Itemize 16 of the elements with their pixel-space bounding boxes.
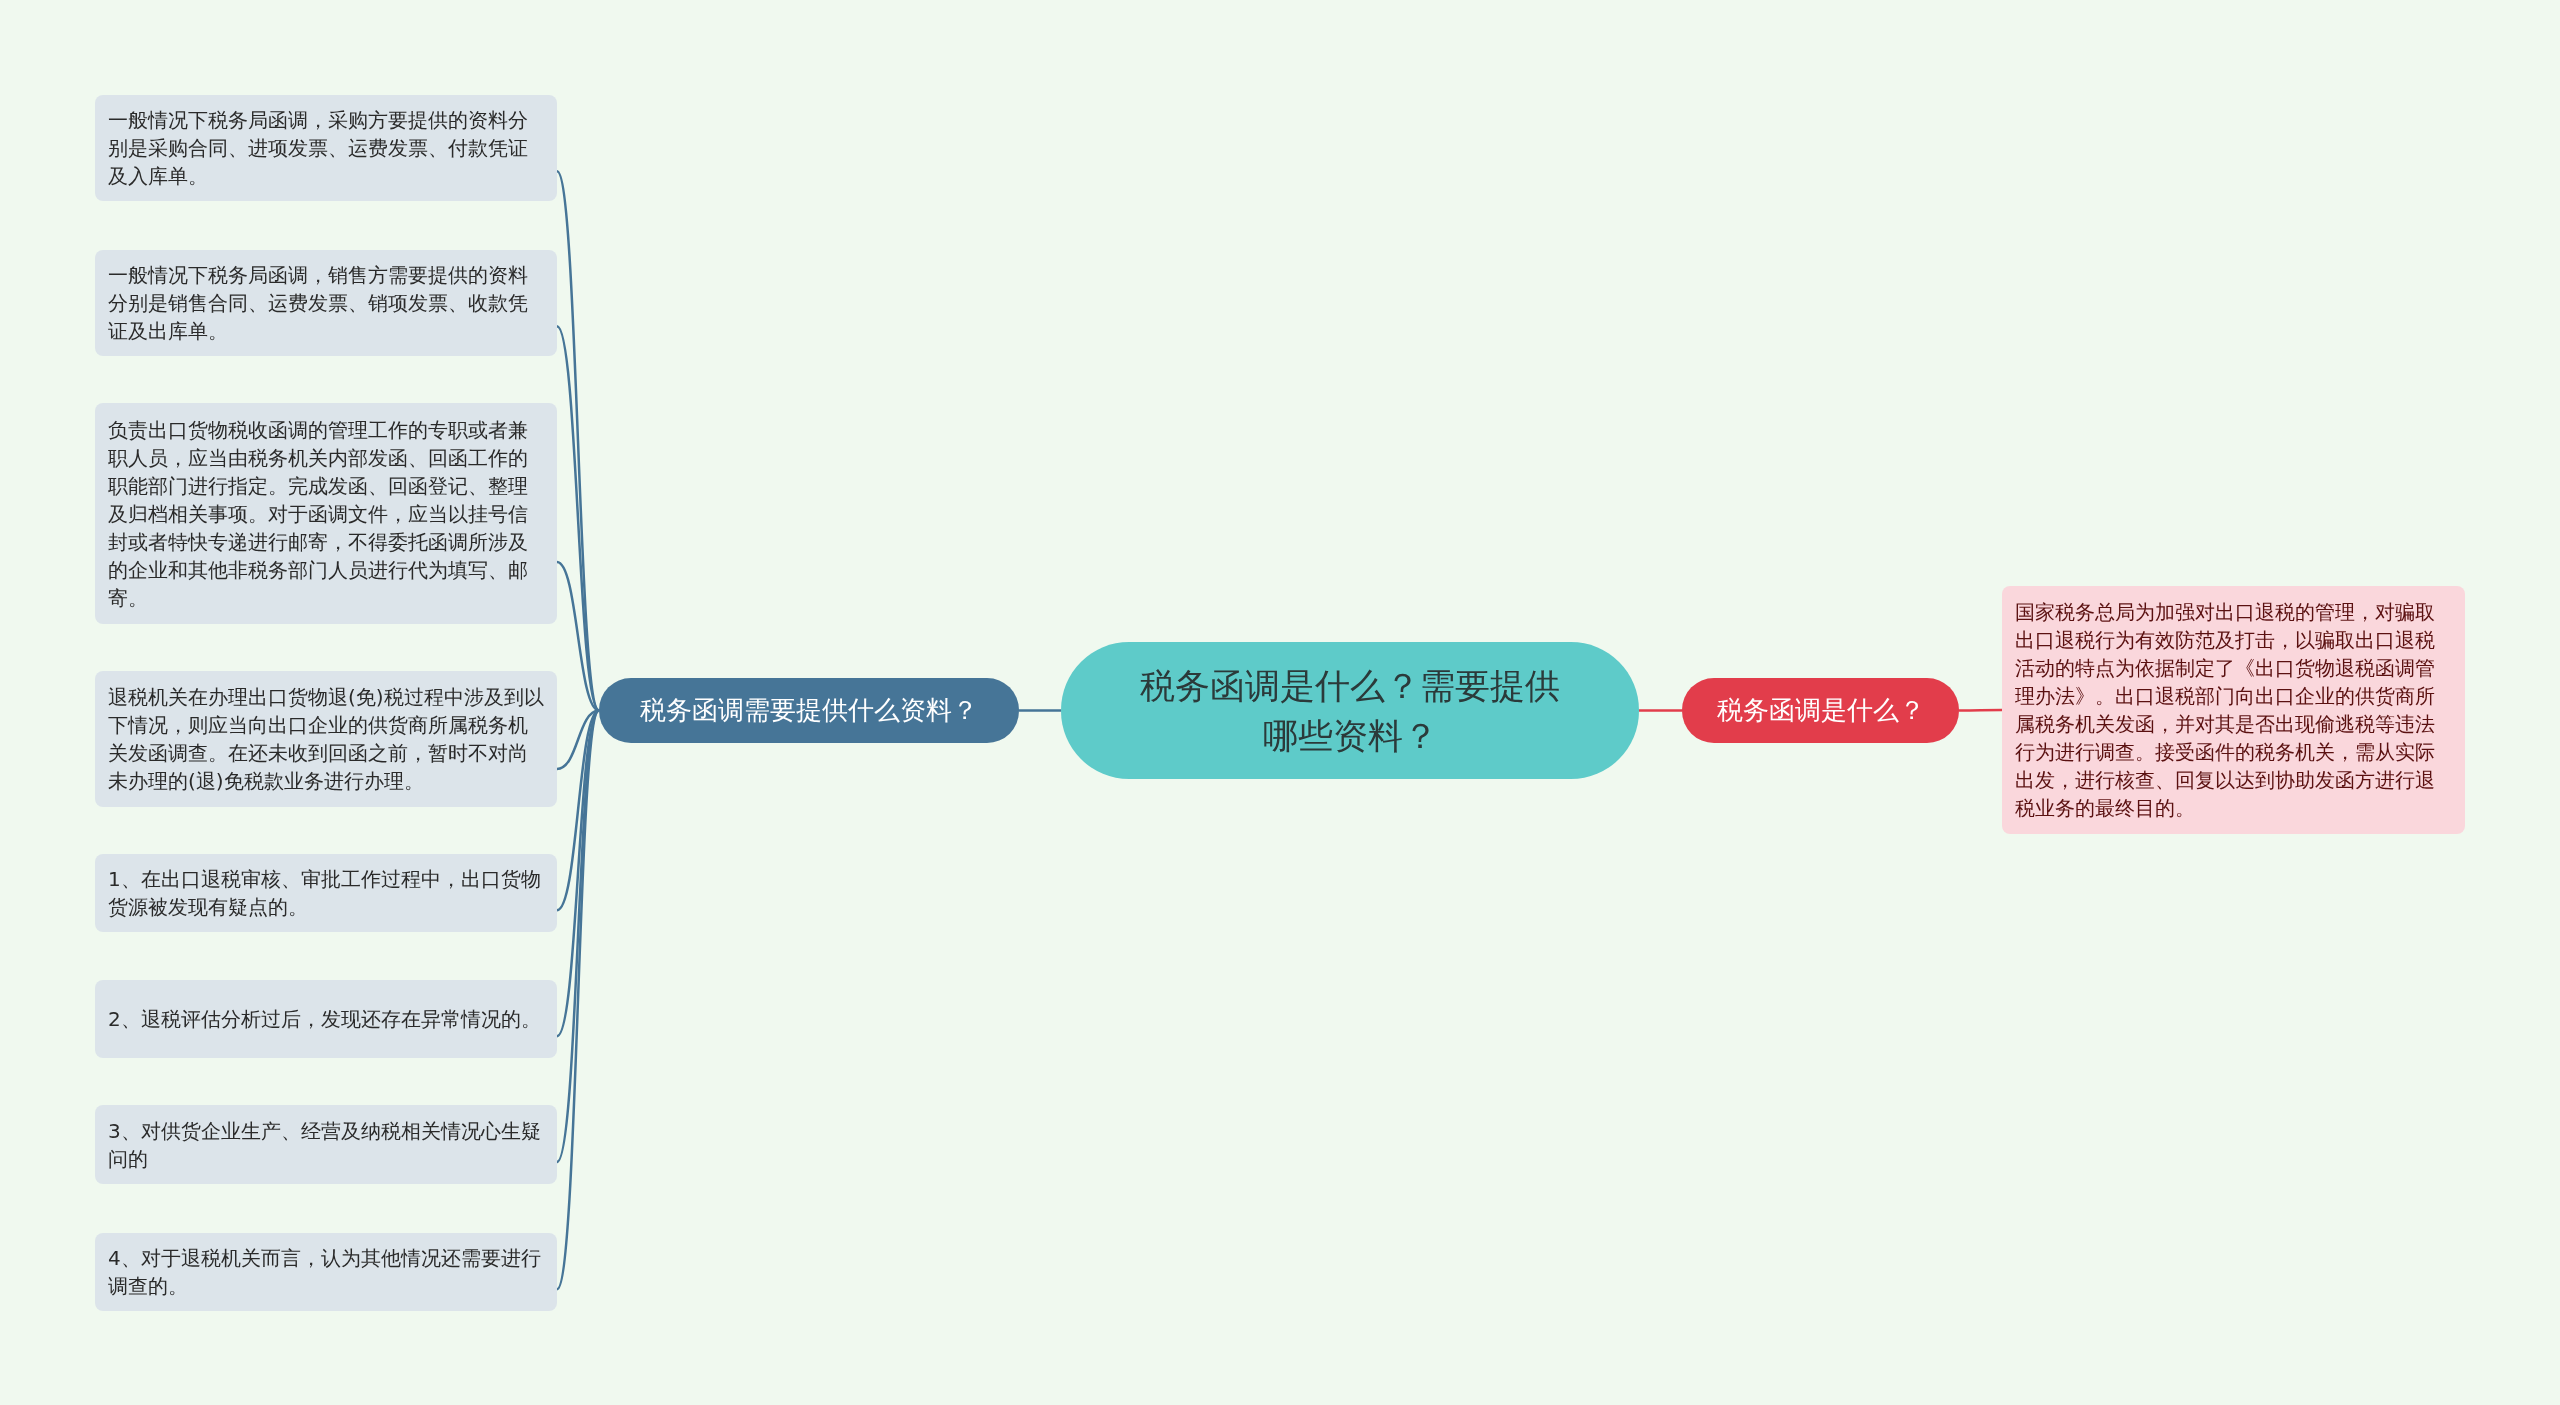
note-card: 一般情况下税务局函调，销售方需要提供的资料分别是销售合同、运费发票、销项发票、收款凭证及出库单。 bbox=[95, 250, 557, 356]
note-card: 3、对供货企业生产、经营及纳税相关情况心生疑问的 bbox=[95, 1105, 557, 1184]
branch-topic: 税务函调是什么？ bbox=[1682, 678, 1959, 743]
note-card: 负责出口货物税收函调的管理工作的专职或者兼职人员，应当由税务机关内部发函、回函工作的职能部门进行指定。完成发函、回函登记、整理及归档相关事项。对于函调文件，应当以挂号信封或者特快专递进行邮寄，不得委托函调所涉及的企业和其他非税务部门人员进行代为填写、邮寄。 bbox=[95, 403, 557, 624]
connector-line bbox=[555, 710, 601, 1290]
note-card: 4、对于退税机关而言，认为其他情况还需要进行调查的。 bbox=[95, 1233, 557, 1311]
branch-topic: 税务函调需要提供什么资料？ bbox=[599, 678, 1019, 743]
note-card: 国家税务总局为加强对出口退税的管理，对骗取出口退税行为有效防范及打击，以骗取出口退税活动的特点为依据制定了《出口货物退税函调管理办法》。出口退税部门向出口企业的供货商所属税务机关发函，并对其是否出现偷逃税等违法行为进行调查。接受函件的税务机关，需从实际出发，进行核查、回复以达到协助发函方进行退税业务的最终目的。 bbox=[2002, 586, 2465, 834]
central-topic: 税务函调是什么？需要提供哪些资料？ bbox=[1061, 642, 1639, 779]
connector-line bbox=[1639, 709, 1682, 712]
note-card: 1、在出口退税审核、审批工作过程中，出口货物货源被发现有疑点的。 bbox=[95, 854, 557, 932]
connector-line bbox=[555, 325, 601, 712]
connector-line bbox=[1019, 709, 1061, 712]
note-card: 一般情况下税务局函调，采购方要提供的资料分别是采购合同、进项发票、运费发票、付款凭证及入库单。 bbox=[95, 95, 557, 201]
note-card: 退税机关在办理出口货物退(免)税过程中涉及到以下情况，则应当向出口企业的供货商所属税务机关发函调查。在还未收到回函之前，暂时不对尚未办理的(退)免税款业务进行办理。 bbox=[95, 671, 557, 807]
note-card: 2、退税评估分析过后，发现还存在异常情况的。 bbox=[95, 980, 557, 1058]
